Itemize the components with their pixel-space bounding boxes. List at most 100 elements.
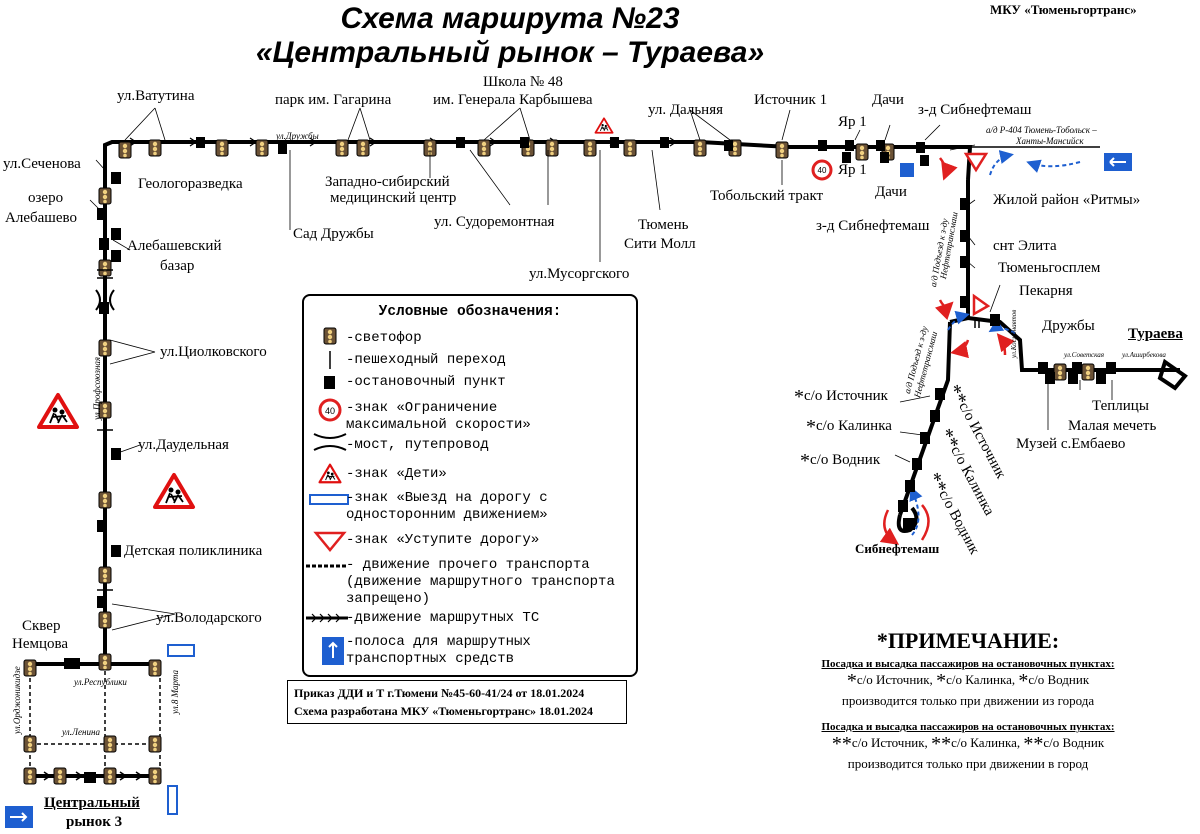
yield-sign [963,152,989,173]
stop-vatutina: ул.Ватутина [117,88,195,104]
red-loop-arrow [879,509,900,545]
stop-alebash-bazar: Алебашевский [127,238,222,254]
street-respubliki: ул.Республики [74,677,127,687]
stop-sechenova: ул.Сеченова [3,156,81,172]
legend-box: Условные обозначения: 40 -светофор -пеше… [302,294,638,677]
street-profsoyuznaya: ул.Профсоюзная [92,356,102,420]
red-arrow-a [934,299,954,321]
stop-daudelnaya: ул.Даудельная [138,437,229,453]
note-body-1: *с/о Источник, *с/о Калинка, *с/о Водник [846,670,1090,692]
note-section: *ПРИМЕЧАНИЕ: Посадка и высадка пассажиро… [758,628,1178,772]
stop-gagarin-park: парк им. Гагарина [275,92,392,108]
stop-nemcova: Немцова [12,636,69,652]
one-way-arrow-icon [1109,157,1126,167]
stop-ciolkovskogo: ул.Циолковского [160,344,267,360]
children-sign-top [594,117,614,134]
stop-sibneftemash-end: Сибнефтемаш [855,541,940,556]
stop-dachi-top: Дачи [872,92,904,108]
stop-rynok-3: рынок 3 [66,814,123,830]
stop-muzey: Музей с.Ембаево [1016,436,1126,452]
stop-siti-moll: Сити Молл [624,236,696,252]
bus-lane-sign [900,163,914,177]
legend-traffic-light: -светофор [346,330,422,346]
street-highway: а/д Р-404 Тюмень-Тобольск – [986,125,1097,135]
stop-ritmy: Жилой район «Ритмы» [993,192,1141,208]
label-leaders [89,107,1113,631]
red-loop-arrow-2 [920,504,930,541]
blue-turn-arrow [1026,159,1081,173]
legend-other-traffic: - движение прочего транспорта (движение … [346,557,615,607]
stop-school-48-2: им. Генерала Карбышева [433,92,593,108]
stop-yar-1-top: Яр 1 [838,114,867,130]
stop-tumengosplem: Тюменьгосплем [998,260,1101,276]
note-body-1-end: производится только при движении из горо… [841,693,1095,708]
street-kosmonavtov: ул.Космонавтов [1010,309,1018,358]
stop-geologorazvedka: Геологоразведка [138,176,243,192]
stop-markers [64,137,1116,783]
order-line-1: Приказ ДДИ и Т г.Тюмени №45-60-41/24 от … [294,686,585,700]
legend-bus-lane: -полоса для маршрутных транспортных сред… [346,634,531,667]
stop-so-vodnik-left-label: с/о Водник [810,452,881,468]
legend-one-way: -знак «Выезд на дорогу с односторонним д… [346,490,548,523]
street-lenina: ул.Ленина [62,727,100,737]
stop-ozero-1: озеро [28,190,64,206]
stop-zapsib-1: Западно-сибирский [325,174,450,190]
red-arrow-c [996,333,1015,356]
legend-stop: -остановочный пункт [346,374,506,390]
order-box: Приказ ДДИ и Т г.Тюмени №45-60-41/24 от … [287,680,627,724]
stop-musorgskogo: ул.Мусоргского [529,266,630,282]
speed-limit-value: 40 [818,166,827,175]
turn-loop [1157,358,1188,391]
note-body-2-end: производится только при движении в город [847,756,1089,771]
note-title: *ПРИМЕЧАНИЕ: [876,628,1060,653]
one-way-sign-3 [167,785,178,815]
org-name: МКУ «Тюменьгортранс» [990,2,1137,17]
one-way-sign-2 [167,644,195,657]
red-turn-arrow [939,157,958,181]
bus-lane-arrow-icon [10,812,28,822]
asterisk-icon: * [800,450,810,472]
note-body-2: **с/о Источник, **с/о Калинка, **с/о Вод… [831,733,1105,755]
street-druzhby: ул.Дружбы [276,131,319,141]
stop-elita: снт Элита [993,238,1057,254]
blue-arrow-c [947,310,970,331]
stop-tobolsky-trakt: Тобольский тракт [710,188,824,204]
stop-tumen: Тюмень [638,217,689,233]
stop-so-vodnik-left: *с/о Водник [800,450,881,472]
page-subtitle: «Центральный рынок – Тураева» [255,36,765,69]
stop-centralny: Центральный [44,795,140,811]
stop-so-istochnik-left-label: с/о Источник [804,388,888,404]
stop-volodarskogo: ул.Володарского [156,610,262,626]
legend-crossing: -пешеходный переход [346,352,506,368]
note-head-2: Посадка и высадка пассажиров на останово… [821,721,1115,733]
stop-sudoremontnaya: ул. Судоремонтная [434,214,555,230]
bridge-icon [95,289,115,311]
children-sign-2 [153,473,195,509]
stop-so-istochnik-left: *с/о Источник [794,386,888,408]
stop-druzhby: Дружбы [1042,318,1095,334]
street-highway-2: Ханты-Мансийск [1016,136,1084,146]
red-arrow-b [950,339,970,359]
crossings [97,269,980,591]
stop-ozero-2: Алебашево [5,210,77,226]
stop-dachi-bottom: Дачи [875,184,907,200]
legend-bridge: -мост, путепровод [346,437,489,453]
stop-pekarnya: Пекарня [1019,283,1073,299]
stop-zapsib-2: медицинский центр [330,190,457,206]
legend-speed-limit: -знак «Ограничение максимальной скорости… [346,400,531,433]
stop-malaya-mechet: Малая мечеть [1068,418,1157,434]
stop-sad-druzhby: Сад Дружбы [293,226,374,242]
stop-sibneftemash-bottom: з-д Сибнефтемаш [816,218,930,234]
page-title: Схема маршрута №23 [340,2,680,35]
legend-speed-value: 40 [325,406,335,416]
stop-so-kalinka-left-label: с/о Калинка [816,418,892,434]
stop-yar-1-bottom: Яр 1 [838,162,867,178]
stop-det-poliklinika: Детская поликлиника [124,543,263,559]
street-sovetskaya: ул.Советская [1064,351,1105,359]
stop-sibneftemash-top: з-д Сибнефтемаш [918,102,1032,118]
asterisk-icon: * [794,386,804,408]
street-ordzhonikidze: ул.Орджоникидзе [12,666,22,734]
legend-children: -знак «Дети» [346,466,447,482]
stop-istochnik-1: Источник 1 [754,92,828,108]
